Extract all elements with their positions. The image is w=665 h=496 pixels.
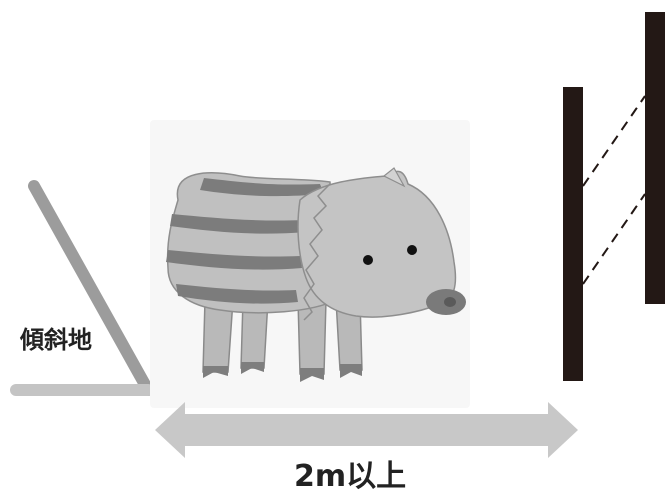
slope-incline-line: [28, 180, 154, 396]
slope-shape: [10, 180, 154, 396]
distance-label: 2m以上: [294, 459, 406, 494]
distance-arrow: [155, 402, 578, 458]
slope-label: 傾斜地: [19, 326, 92, 354]
wild-boar-piglet-icon: [150, 120, 470, 408]
fence-post-front: [563, 87, 583, 381]
fence-dashed-lines: [582, 95, 646, 285]
fence-post-back: [645, 12, 665, 304]
